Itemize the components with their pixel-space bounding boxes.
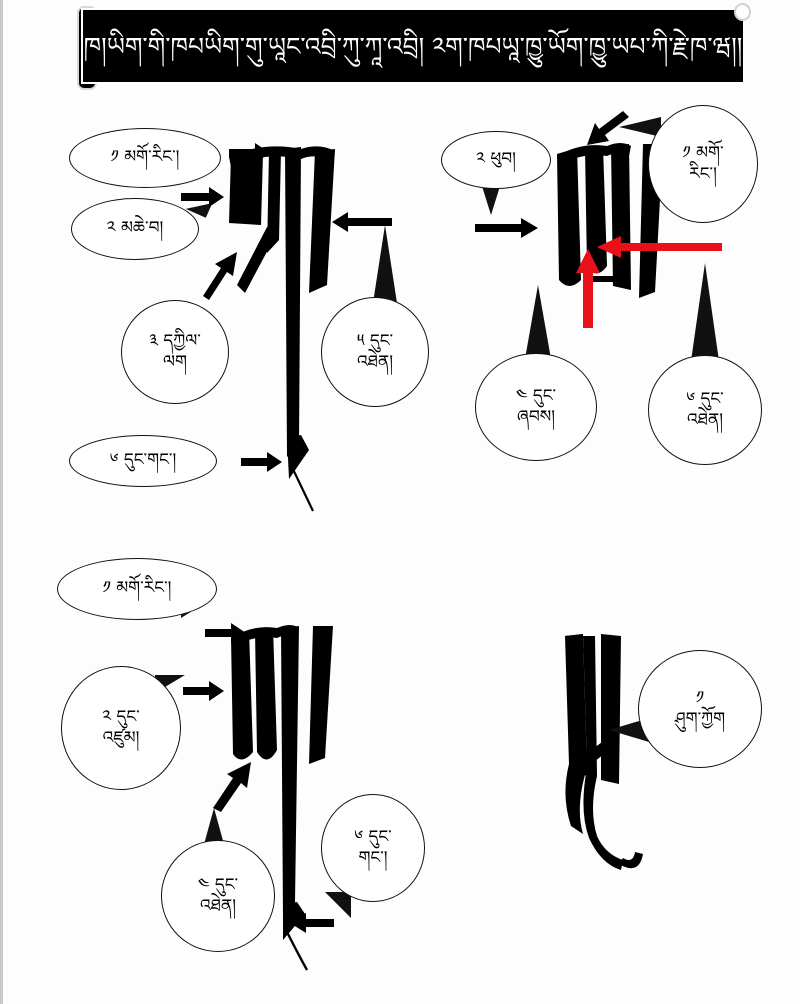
callout-line: འཐེན། [686, 410, 724, 430]
callout-line: ༢ དུང་ [102, 706, 140, 727]
callout-dung-gang-bl[interactable]: ༦ དུང་ གང་། [321, 794, 425, 902]
banner-title-text: ཁ།ཡིག་གི་ཁཔཡིག་གུ་ཡཱང་འབྲི་ཀུ་ཀཱ་འབྲི། ༢… [83, 31, 743, 61]
arrow-right-bl-1 [205, 622, 247, 644]
callout-line: ༡ མགོ་རིང་། [110, 147, 180, 168]
callout-line: ༦ དུང་ [686, 388, 724, 409]
callout-line: ༡ མགོ་རིང་། [102, 578, 172, 599]
callout-dung-zhabs-tail [525, 285, 551, 359]
callout-phub-tail [481, 183, 501, 215]
panel-top-right: ༢ ཕུབ། ༡ མགོ་ རིང་། ༤ དུང་ ཞབས། [423, 95, 800, 495]
arrow-right-to-stroke2 [181, 186, 225, 208]
callout-dung-then-tl[interactable]: ༥ དུང་ འཐེན། [321, 297, 429, 407]
callout-shug-kyog[interactable]: ༡ ཤུག་ཀྱོག [638, 650, 762, 768]
callout-line: ༤ དུང་ [197, 874, 239, 895]
callout-dung-then-tail [373, 225, 397, 303]
callout-line: ལག [163, 352, 187, 372]
arrow-right-to-stroke1 [229, 142, 271, 164]
callout-line: ཤུག་ཀྱོག [674, 709, 726, 729]
arrow-right-bl-2 [183, 680, 225, 702]
callout-dung-then-tr[interactable]: ༦ དུང་ འཐེན། [648, 355, 762, 465]
callout-line: ༥ དུང་ [356, 330, 394, 351]
callout-mche-ba[interactable]: ༢ མཆེ་བ། [71, 198, 199, 260]
panel-bottom-left: ༡ མགོ་རིང་། ༢ དུང་ འཛུམ། ༤ དུང་ འཐེན། [3, 540, 443, 980]
callout-mgo-ring-bl[interactable]: ༡ མགོ་རིང་། [57, 558, 217, 620]
arrow-down-left-br [563, 734, 621, 792]
callout-mgo-ring-tr[interactable]: ༡ མགོ་ རིང་། [648, 105, 758, 223]
callout-line: ༤ དུང་ [515, 385, 557, 406]
callout-line: འཐེན། [199, 896, 237, 916]
callout-dung-gang-bl-tail [325, 892, 351, 918]
arrow-right-to-stroke6 [241, 451, 283, 473]
callout-mgo-ring-tl[interactable]: ༡ མགོ་རིང་། [69, 128, 221, 188]
arrow-red-up [575, 247, 601, 329]
callout-dung-then-bl-tail [203, 808, 225, 848]
callout-line: ༡ [695, 687, 705, 708]
callout-dung-then-bl[interactable]: ༤ དུང་ འཐེན། [161, 840, 275, 952]
callout-line: ༦ དུང་གང་། [109, 450, 177, 471]
arrow-right-to-phub-stroke [475, 217, 539, 239]
arrow-left-bl [289, 912, 335, 934]
callout-line: འཐེན། [356, 352, 394, 372]
callout-line: རིང་། [689, 164, 717, 184]
tibetan-letter-stroke-group-3 [225, 622, 345, 971]
callout-dung-zhabs[interactable]: ༤ དུང་ ཞབས། [475, 353, 597, 461]
callout-line: ༢ མཆེ་བ། [106, 218, 164, 239]
callout-dung-then-tr-tail [691, 263, 719, 361]
callout-line: ༢ ཕུབ། [476, 149, 516, 170]
title-banner: ཁ།ཡིག་གི་ཁཔཡིག་གུ་ཡཱང་འབྲི་ཀུ་ཀཱ་འབྲི། ༢… [83, 10, 743, 82]
callout-line: གང་། [358, 848, 388, 868]
callout-line: ༦ དུང་ [354, 826, 392, 847]
callout-dkyil-lag[interactable]: ༣ དཀྱིལ་ ལག [121, 300, 229, 404]
callout-line: ༡ མགོ་ [682, 142, 724, 163]
arrow-red-left [595, 235, 723, 259]
callout-line: འཛུམ། [102, 728, 140, 748]
callout-line: ༣ དཀྱིལ་ [149, 330, 201, 351]
arrow-down-left-to-head [585, 111, 631, 157]
banner-right-clip [734, 3, 751, 21]
callout-dung-gang-tl[interactable]: ༦ དུང་གང་། [69, 435, 217, 487]
callout-mgo-ring-tr-tail [619, 117, 661, 137]
arrow-left-to-stroke5 [331, 211, 393, 233]
callout-line: ཞབས། [516, 407, 556, 427]
arrow-up-right-to-stroke3 [199, 248, 243, 300]
panel-top-left: ༡ མགོ་རིང་། ༢ མཆེ་བ། ༣ དཀྱིལ་ ལག [3, 95, 443, 525]
callout-dung-dzum[interactable]: ༢ དུང་ འཛུམ། [61, 666, 181, 790]
callout-phub[interactable]: ༢ ཕུབ། [441, 131, 551, 189]
panel-bottom-right: ༡ ཤུག་ཀྱོག [503, 600, 800, 900]
tibetan-letter-stroke-group-1 [223, 145, 343, 515]
arrow-up-right-bl [211, 758, 257, 812]
